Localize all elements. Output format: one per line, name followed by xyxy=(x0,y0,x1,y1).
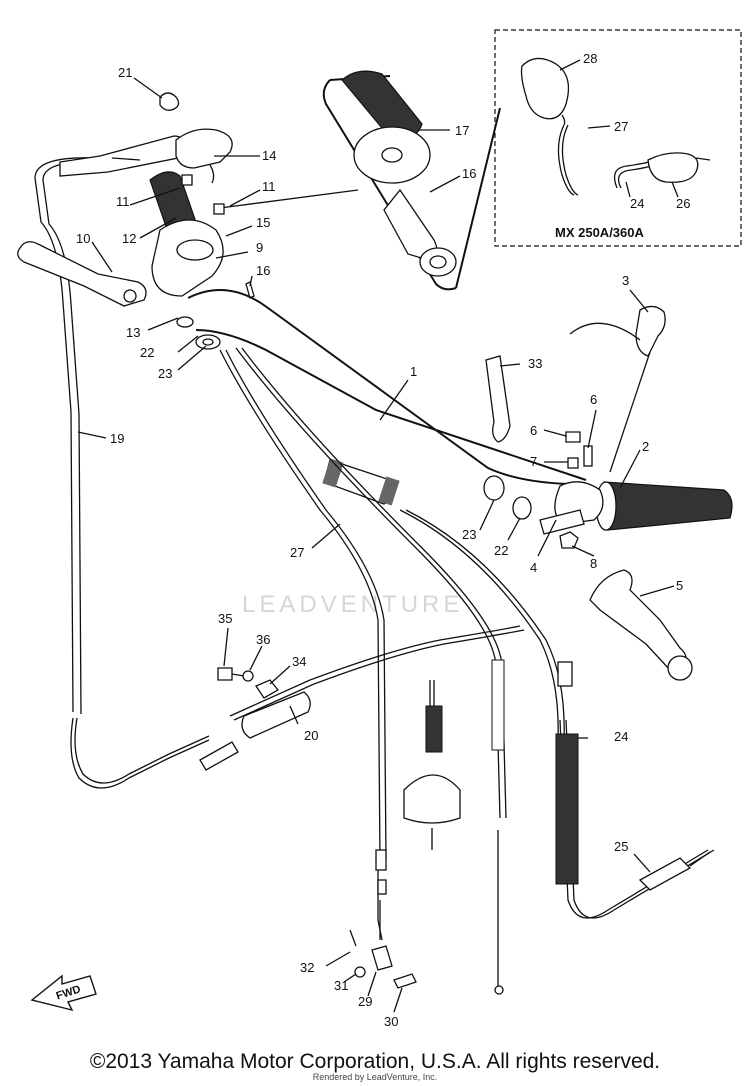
callout-17: 16 xyxy=(462,166,476,181)
callout-1: 1 xyxy=(410,364,417,379)
callout-32: 32 xyxy=(300,960,314,975)
callout-3: 3 xyxy=(622,273,629,288)
cables xyxy=(219,347,715,995)
inset-label-24: 24 xyxy=(630,196,644,211)
callout-33: 33 xyxy=(528,356,542,371)
callout-11a: 11 xyxy=(116,194,130,209)
callout-21: 21 xyxy=(118,65,132,80)
copyright-notice: ©2013 Yamaha Motor Corporation, U.S.A. A… xyxy=(89,1050,661,1073)
inset-caption: MX 250A/360A xyxy=(555,225,644,240)
leader-lines xyxy=(77,155,675,1013)
callout-23a: 23 xyxy=(158,366,172,381)
callout-35: 35 xyxy=(218,611,232,626)
callout-7: 7 xyxy=(530,454,537,469)
callout-9: 9 xyxy=(256,240,263,255)
lower-parts xyxy=(199,625,525,989)
callout-12: 12 xyxy=(122,231,136,246)
callout-10: 10 xyxy=(76,231,90,246)
inset-label-26: 26 xyxy=(676,196,690,211)
callout-4: 4 xyxy=(530,560,537,575)
callout-14: 14 xyxy=(262,148,276,163)
callout-31: 31 xyxy=(334,978,348,993)
left-controls xyxy=(17,77,255,789)
callout-27: 27 xyxy=(290,545,304,560)
callout-6b: 6 xyxy=(590,392,597,407)
callout-2: 2 xyxy=(642,439,649,454)
inset-label-27: 27 xyxy=(614,119,628,134)
grip-detail-panel xyxy=(322,70,501,291)
callout-20: 20 xyxy=(304,728,318,743)
callout-13: 13 xyxy=(126,325,140,340)
right-controls xyxy=(483,305,733,681)
watermark: LEADVENTURE xyxy=(242,591,463,618)
inset-box xyxy=(494,29,742,247)
callout-11b: 11 xyxy=(262,179,276,194)
forward-arrow-icon: FWD xyxy=(30,974,97,1012)
callout-labels: 1 2 3 4 5 6 6 7 8 9 10 11 11 12 13 14 15… xyxy=(76,65,683,1029)
callout-29: 29 xyxy=(358,994,372,1009)
callout-8: 8 xyxy=(590,556,597,571)
callout-22b: 22 xyxy=(494,543,508,558)
callout-24: 24 xyxy=(614,729,628,744)
callout-6a: 6 xyxy=(530,423,537,438)
callout-16: 16 xyxy=(256,263,270,278)
callout-34: 34 xyxy=(292,654,306,669)
callout-18: 17 xyxy=(455,123,469,138)
callout-25: 25 xyxy=(614,839,628,854)
handlebar xyxy=(187,289,587,506)
callout-5: 5 xyxy=(676,578,683,593)
callout-15: 15 xyxy=(256,215,270,230)
callout-23b: 23 xyxy=(462,527,476,542)
callout-36: 36 xyxy=(256,632,270,647)
rendered-by-note: Rendered by LeadVenture, Inc. xyxy=(312,1072,438,1082)
callout-30: 30 xyxy=(384,1014,398,1029)
callout-19: 19 xyxy=(110,431,124,446)
callout-22a: 22 xyxy=(140,345,154,360)
inset-label-28: 28 xyxy=(583,51,597,66)
